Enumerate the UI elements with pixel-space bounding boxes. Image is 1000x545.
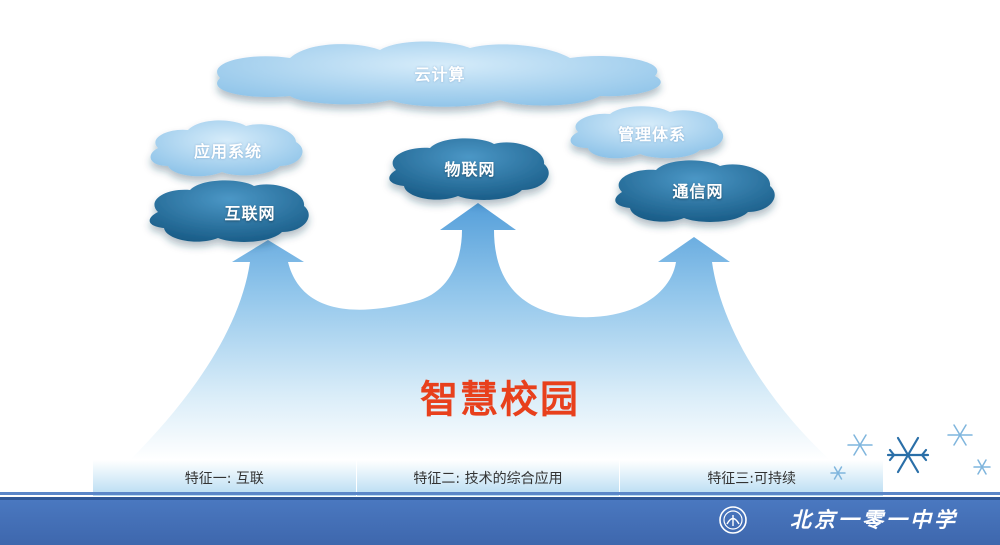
feature-bar: 特征一: 互联 特征二: 技术的综合应用 特征三:可持续 bbox=[93, 460, 884, 496]
cloud-label-iot: 物联网 bbox=[444, 160, 496, 179]
feature-item-3: 特征三:可持续 bbox=[619, 460, 884, 496]
footer-divider bbox=[0, 492, 1000, 495]
school-name: 北京一零一中学 bbox=[790, 507, 958, 532]
merging-arrows bbox=[130, 203, 830, 460]
footer-band bbox=[0, 497, 1000, 545]
school-emblem-icon bbox=[719, 506, 747, 534]
cloud-computing-shape bbox=[217, 41, 661, 107]
cloud-label-cloud-computing: 云计算 bbox=[414, 65, 466, 84]
snowflake-icon bbox=[830, 424, 991, 480]
cloud-label-application-system: 应用系统 bbox=[193, 142, 263, 161]
application-system-shape bbox=[150, 120, 303, 177]
cloud-label-internet: 互联网 bbox=[224, 204, 276, 223]
cloud-label-management-system: 管理体系 bbox=[617, 125, 687, 144]
management-system-shape bbox=[570, 106, 724, 159]
main-title: 智慧校园 bbox=[419, 377, 581, 422]
feature-item-1: 特征一: 互联 bbox=[93, 460, 356, 496]
internet-shape bbox=[149, 180, 309, 242]
communication-network-shape bbox=[615, 160, 775, 222]
iot-shape bbox=[389, 138, 549, 200]
cloud-label-communication-network: 通信网 bbox=[672, 182, 724, 201]
feature-item-2: 特征二: 技术的综合应用 bbox=[355, 460, 620, 496]
